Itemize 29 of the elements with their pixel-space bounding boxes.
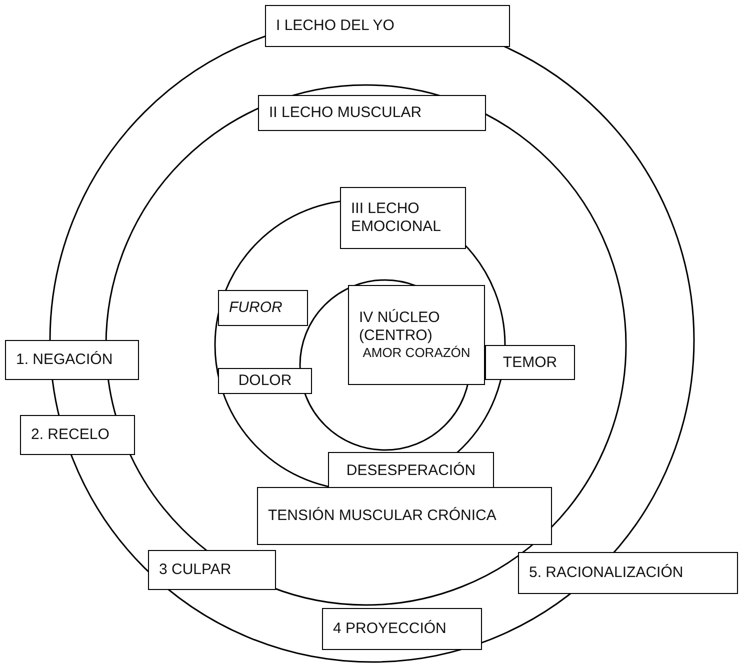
layer-label: III LECHO EMOCIONAL (351, 200, 442, 236)
label-frame (258, 95, 486, 131)
label-frame (257, 487, 552, 545)
layer-label: 3 CULPAR (159, 561, 232, 579)
layer-label: IV NÚCLEO (CENTRO) (359, 309, 441, 346)
label-frame (328, 452, 494, 490)
layer-label: II LECHO MUSCULAR (269, 104, 423, 122)
label-frame (218, 368, 312, 394)
layer-label: FUROR (229, 299, 284, 317)
label-frame (348, 285, 485, 385)
label-frame (148, 550, 276, 590)
layer-label: TENSIÓN MUSCULAR CRÓNICA (268, 507, 498, 525)
layer-label: 4 PROYECCIÓN (333, 620, 448, 638)
layer-label: I LECHO DEL YO (276, 17, 396, 35)
label-frame (5, 340, 139, 380)
layer-label: 5. RACIONALIZACIÓN (529, 564, 684, 582)
label-frame (518, 552, 738, 594)
layer-label: DESESPERACIÓN (345, 462, 477, 480)
layer-label: DOLOR (237, 372, 293, 390)
layer-label: 1. NEGACIÓN (16, 351, 114, 369)
core-sublabel: AMOR CORAZÓN (362, 345, 472, 361)
label-frame (340, 187, 466, 249)
layer-label: 2. RECELO (31, 426, 110, 444)
label-frame (20, 415, 135, 455)
layer-label: TEMOR (502, 354, 558, 372)
label-frame (322, 608, 482, 650)
label-frame (218, 290, 308, 326)
label-frame (485, 345, 575, 380)
label-frame (265, 5, 510, 47)
